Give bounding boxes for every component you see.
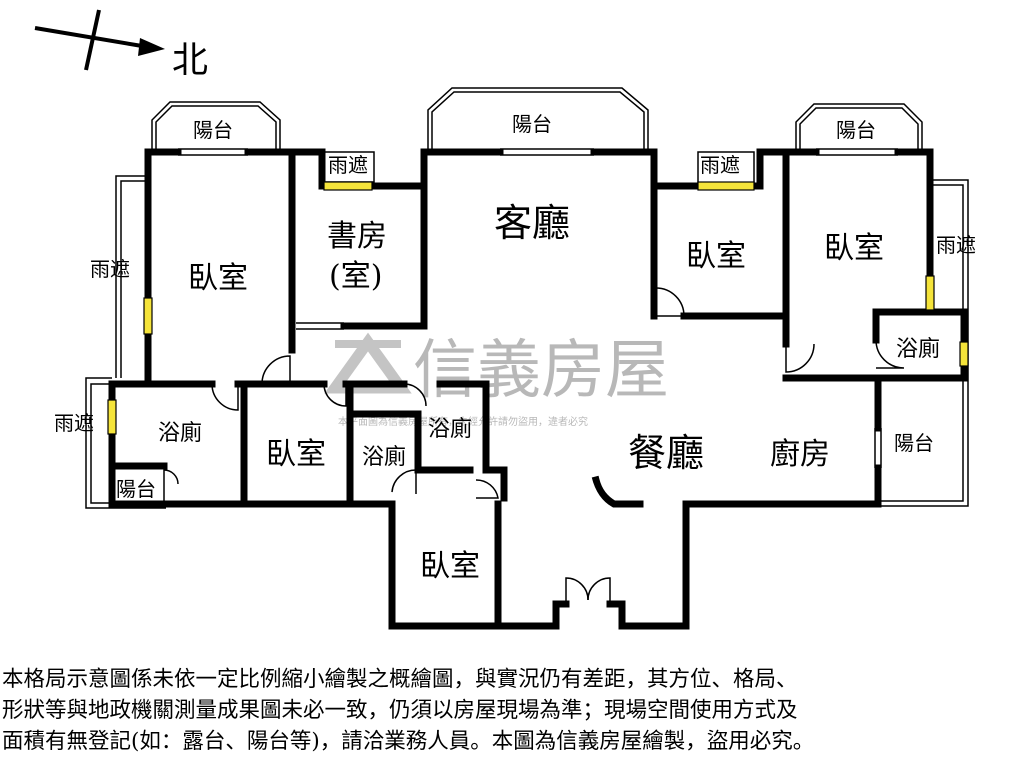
yellow-window-top-left	[323, 181, 373, 191]
yellow-window-right	[925, 275, 935, 311]
door-bath-right	[875, 339, 905, 369]
door-balcony-small	[163, 469, 179, 485]
balcony-center-inner	[431, 91, 645, 152]
label-study-line2: (室)	[329, 259, 382, 294]
label-bedroom-right: 臥室	[824, 231, 884, 266]
label-canopy-left-lower: 雨遮	[54, 411, 94, 435]
wall-kitchen-bottom	[682, 464, 882, 508]
label-canopy-top-left: 雨遮	[328, 153, 368, 177]
label-bedroom-mid: 臥室	[686, 239, 746, 274]
label-balcony-left: 陽台	[193, 118, 233, 142]
compass-cross-line	[84, 9, 101, 71]
watermark-subtext: 本平面圖為信義房屋所有，未經允許請勿盜用，違者必究	[338, 415, 588, 428]
yellow-window-left	[143, 297, 153, 335]
compass-label: 北	[172, 40, 208, 81]
door-bath-center-a	[391, 469, 417, 494]
door-bed-right	[785, 343, 815, 373]
room-labels: 陽台 陽台 陽台 雨遮 雨遮 雨遮 雨遮 雨遮 臥室 書房 (室) 客廳 臥室 …	[54, 112, 976, 584]
balcony-right-outline	[795, 103, 923, 152]
balcony-right-inner	[799, 107, 919, 152]
balcony-left-inner	[155, 105, 277, 152]
door-entry-left	[565, 577, 589, 604]
door-study	[261, 355, 291, 385]
label-bedroom-center: 臥室	[266, 437, 326, 472]
label-bath-right: 浴廁	[896, 337, 940, 362]
label-canopy-left: 雨遮	[90, 257, 130, 281]
disclaimer-line-1: 本格局示意圖係未依一定比例縮小繪製之概繪圖，與實況仍有差距，其方位、格局、	[2, 667, 798, 692]
watermark-brand: 信義房屋	[413, 334, 669, 408]
door-bed-mid	[655, 287, 685, 317]
label-bedroom-bottom: 臥室	[420, 549, 480, 584]
label-kitchen: 廚房	[770, 437, 830, 472]
wall-mid-bedroom-top	[750, 148, 790, 190]
label-canopy-top-right: 雨遮	[700, 153, 740, 177]
label-bath-left: 浴廁	[158, 421, 202, 446]
wall-right-top-b	[894, 148, 934, 316]
balcony-left-outline	[151, 101, 281, 152]
label-balcony-small: 陽台	[116, 477, 156, 501]
label-balcony-kitchen: 陽台	[894, 431, 934, 455]
doors	[163, 287, 905, 604]
yellow-window-top-right	[697, 181, 755, 191]
wall-dining-curve	[591, 475, 644, 508]
wall-bath-center-b-right	[482, 412, 508, 502]
disclaimer-line-3: 面積有無登記(如：露台、陽台等)，請洽業務人員。本圖為信義房屋繪製，盜用必究。	[2, 729, 815, 754]
door-bed-bottom	[475, 479, 499, 499]
wall-bath-center-a	[352, 410, 422, 474]
yellow-window-bath-right	[959, 341, 969, 367]
label-canopy-right: 雨遮	[936, 233, 976, 257]
label-balcony-right: 陽台	[836, 118, 876, 142]
label-living: 客廳	[494, 201, 570, 245]
label-bedroom-left: 臥室	[188, 261, 248, 296]
thin-outlines	[85, 87, 969, 509]
compass-arrow-head	[138, 38, 165, 56]
balcony-center-outline	[427, 87, 649, 152]
wall-bed-bottom-left	[388, 500, 570, 630]
windows	[178, 148, 898, 468]
door-bed-center	[323, 383, 347, 407]
wall-study-top	[318, 148, 424, 190]
wall-study-right	[340, 182, 428, 330]
label-balcony-center: 陽台	[512, 112, 552, 136]
label-bath-center-a: 浴廁	[362, 445, 406, 470]
label-bath-center-b: 浴廁	[428, 417, 472, 442]
yellow-window-left-lower	[107, 399, 117, 435]
door-bath-left	[211, 383, 239, 411]
disclaimer-text: 本格局示意圖係未依一定比例縮小繪製之概繪圖，與實況仍有差距，其方位、格局、 形狀…	[2, 664, 1022, 757]
floor-plan: 北 信義房屋 本平面圖為信義房屋所有，未經允許請勿盜用，違者必究	[34, 9, 976, 630]
wall-bath-center-b-top	[436, 380, 490, 420]
wall-living-step	[650, 148, 702, 190]
watermark-house-icon	[324, 332, 412, 394]
compass: 北	[34, 9, 208, 81]
compass-arrow-shaft	[34, 26, 143, 48]
canopy-left-inner	[120, 180, 148, 378]
canopy-left-outline	[115, 175, 148, 378]
watermark: 信義房屋 本平面圖為信義房屋所有，未經允許請勿盜用，違者必究	[324, 332, 669, 428]
canopy-left-lower-outline	[85, 377, 166, 509]
door-entry-right	[587, 577, 611, 604]
door-bath-center-b	[403, 383, 427, 407]
disclaimer-line-2: 形狀等與地政機關測量成果圖未必一致，仍須以房屋現場為準；現場空間使用方式及	[2, 698, 798, 723]
label-dining: 餐廳	[628, 431, 704, 475]
wall-entry-right	[606, 500, 690, 630]
yellow-windows	[107, 181, 969, 435]
label-study-line1: 書房	[327, 219, 387, 254]
